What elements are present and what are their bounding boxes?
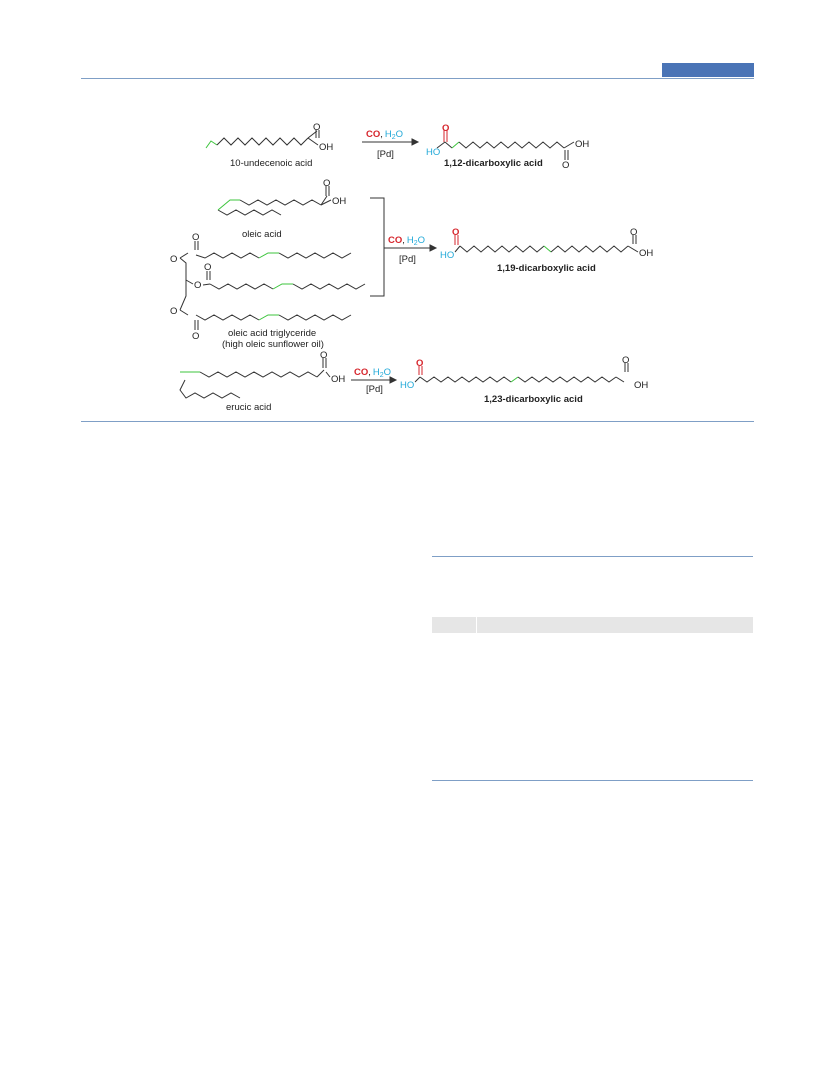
tg-o1b-label: O [192,232,199,243]
r1-substrate-label: 10-undecenoic acid [230,158,312,169]
r1-catalyst: [Pd] [377,149,394,160]
tg-o3-label: O [170,306,177,317]
r1-product-label: 1,12-dicarboxylic acid [444,158,543,169]
r1-reagent: CO,H2O [366,129,403,141]
erucic-acid-structure [179,358,331,399]
oleic-acid-structure [217,186,332,216]
r2-reagent: CO,H2O [388,235,425,247]
r3-oh-label: OH [331,374,345,385]
r3-product-label: 1,23-dicarboxylic acid [484,394,583,405]
r3-substrate-label: erucic acid [226,402,271,413]
r2-product-o2-label: O [630,227,637,238]
table-header-cell [432,617,477,633]
r1-o-label: O [313,122,320,133]
dicarboxylic-19-structure [454,235,639,253]
reaction-scheme: O OH 10-undecenoic acid CO,H2O [Pd] HO O… [170,122,653,413]
r2-catalyst: [Pd] [399,254,416,265]
r3-product-oh-label: OH [634,380,648,391]
r2-substrate2-line1: oleic acid triglyceride [228,328,316,339]
r3-product-o2-label: O [622,355,629,366]
tg-o3b-label: O [192,331,199,342]
arrow-3 [351,376,398,384]
r3-catalyst: [Pd] [366,384,383,395]
table-header-row [432,617,753,633]
header-accent-bar [662,63,754,77]
r3-o-label: O [320,350,327,361]
r2-o-label: O [323,178,330,189]
bracket [370,197,385,297]
r1-ho-label: HO [426,147,440,158]
r2-product-label: 1,19-dicarboxylic acid [497,263,596,274]
r3-reagent: CO,H2O [354,367,391,379]
tg-o2b-label: O [204,262,211,273]
r3-ho-label: HO [400,380,414,391]
dicarboxylic-23-structure [414,363,629,383]
scheme-bottom-rule [81,421,754,422]
table-top-rule [432,556,753,557]
table-bottom-rule [432,780,753,781]
r1-product-o-label: O [442,123,449,134]
r2-oh-label: OH [332,196,346,207]
r2-substrate-label: oleic acid [242,229,282,240]
tg-o2-label: O [194,280,201,291]
header-rule [81,78,754,79]
r2-product-oh-label: OH [639,248,653,259]
undecenoic-acid-structure [205,130,320,149]
r2-product-o-label: O [452,227,459,238]
dicarboxylic-12-structure [436,130,575,160]
triglyceride-structure [179,241,366,330]
r1-product-o2-label: O [562,160,569,171]
arrow-1 [362,138,420,146]
r2-ho-label: HO [440,250,454,261]
tg-o1-label: O [170,254,177,265]
r2-substrate2-line2: (high oleic sunflower oil) [222,339,324,350]
r3-product-o-label: O [416,358,423,369]
arrow-2 [384,244,438,252]
r1-product-oh-label: OH [575,139,589,150]
r1-oh-label: OH [319,142,333,153]
